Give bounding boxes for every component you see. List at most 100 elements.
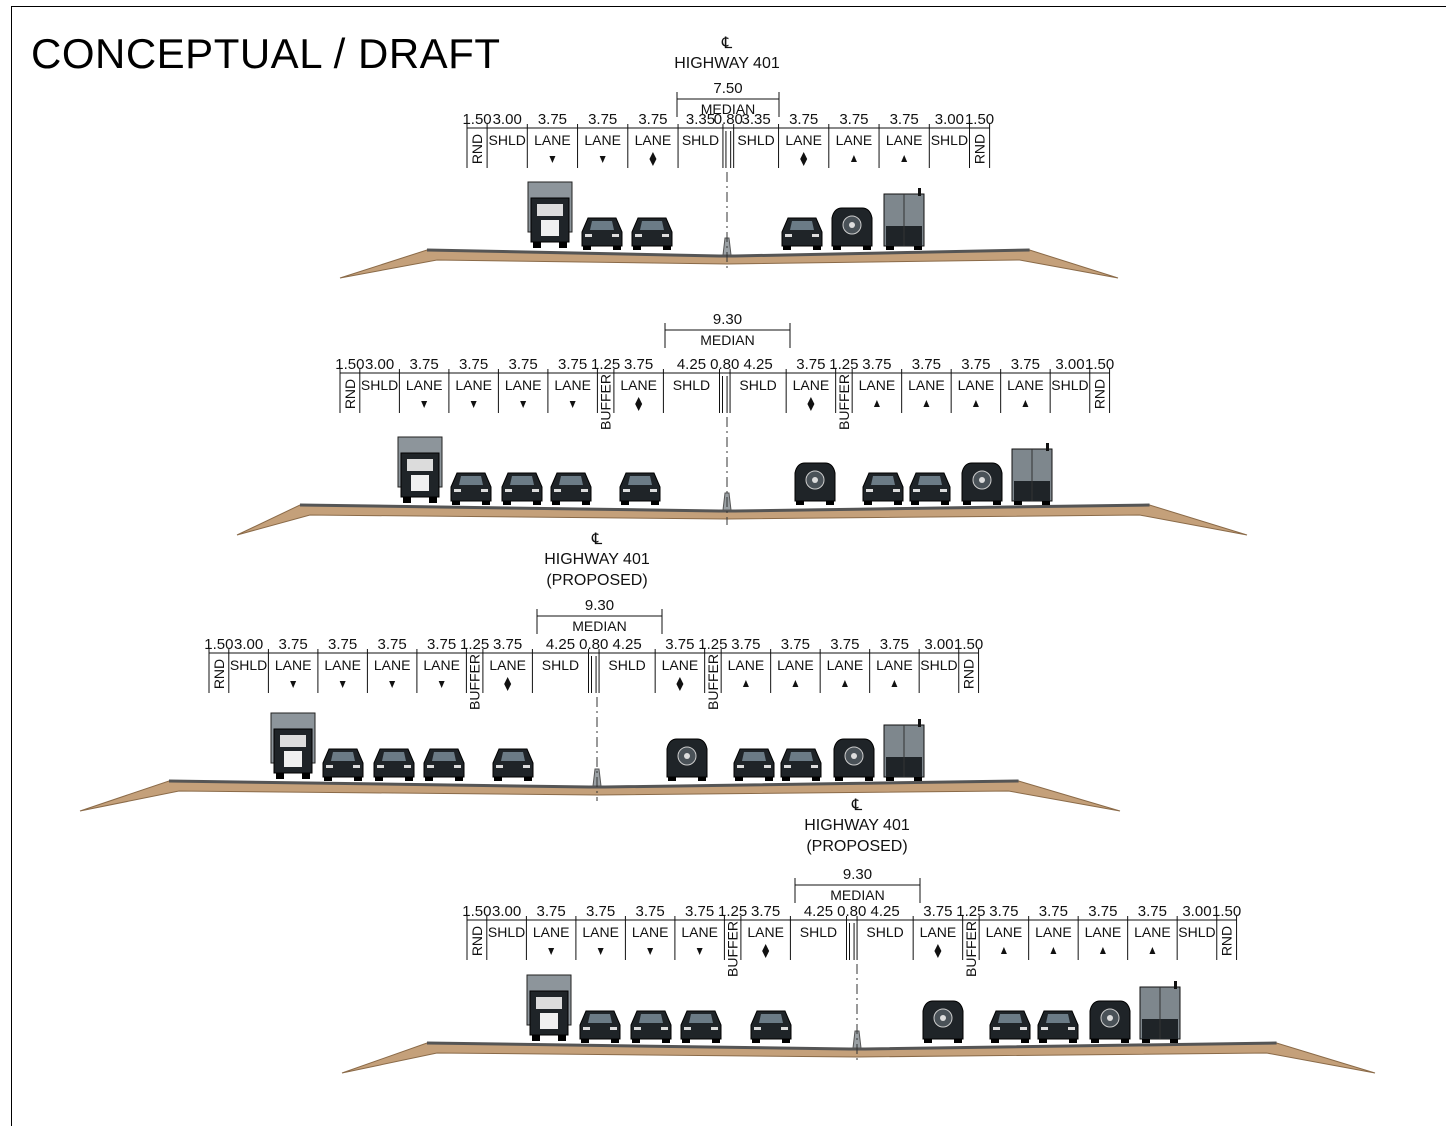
segment-width-label: 3.00 bbox=[234, 636, 263, 653]
segment-label: SHLD bbox=[866, 924, 903, 940]
segment-width-label: 3.00 bbox=[493, 111, 522, 128]
segment-label: LANE bbox=[662, 657, 699, 673]
segment-label: LANE bbox=[582, 924, 619, 940]
bidirectional-arrow-icon bbox=[762, 944, 770, 958]
segment-width-label: 3.00 bbox=[365, 356, 394, 373]
segment-label: LANE bbox=[859, 377, 896, 393]
segment-label: LANE bbox=[836, 132, 873, 148]
arrow-down-icon bbox=[290, 681, 297, 688]
segment-label: LANE bbox=[1007, 377, 1044, 393]
segment-label: LANE bbox=[886, 132, 923, 148]
segment-label: BUFFER bbox=[725, 921, 741, 977]
segment-label: LANE bbox=[958, 377, 995, 393]
suv-icon bbox=[831, 207, 873, 250]
arrow-down-icon bbox=[389, 681, 396, 688]
segment-label: RND bbox=[1092, 379, 1108, 409]
section-4: 1.50RND3.00SHLD3.75LANE3.75LANE3.75LANE3… bbox=[341, 797, 1376, 1074]
segment-width-label: 3.75 bbox=[279, 636, 308, 653]
segment-label: RND bbox=[469, 926, 485, 956]
segment-width-label: 3.75 bbox=[923, 903, 952, 920]
car-icon bbox=[450, 472, 492, 505]
segment-label: LANE bbox=[406, 377, 443, 393]
car-icon bbox=[862, 472, 904, 505]
bidirectional-arrow-icon bbox=[635, 397, 643, 411]
arrow-down-icon bbox=[696, 948, 703, 955]
truck-icon bbox=[270, 712, 316, 779]
segment-label: SHLD bbox=[361, 377, 398, 393]
segment-label: SHLD bbox=[920, 657, 957, 673]
median-width-label: 9.30 bbox=[585, 597, 614, 614]
segment-width-label: 3.00 bbox=[924, 636, 953, 653]
bidirectional-arrow-icon bbox=[800, 152, 808, 166]
segment-width-label: 3.75 bbox=[624, 356, 653, 373]
segment-width-label: 3.00 bbox=[935, 111, 964, 128]
car-icon bbox=[909, 472, 951, 505]
segment-width-label: 4.25 bbox=[546, 636, 575, 653]
van-icon bbox=[1011, 443, 1053, 505]
segment-width-label: 3.75 bbox=[636, 903, 665, 920]
van-icon bbox=[883, 719, 925, 781]
segment-label: LANE bbox=[827, 657, 864, 673]
segment-label: SHLD bbox=[800, 924, 837, 940]
car-icon bbox=[733, 748, 775, 781]
segment-width-label: 3.75 bbox=[830, 636, 859, 653]
centerline-icon: ℄ bbox=[721, 35, 733, 52]
segment-label: BUFFER bbox=[963, 921, 979, 977]
segment-label: LANE bbox=[620, 377, 657, 393]
median-width-label: 9.30 bbox=[713, 311, 742, 328]
arrow-up-icon bbox=[972, 400, 979, 407]
segment-width-label: 1.50 bbox=[965, 111, 994, 128]
arrow-up-icon bbox=[923, 400, 930, 407]
car-icon bbox=[750, 1010, 792, 1043]
median-width-label: 9.30 bbox=[843, 866, 872, 883]
arrow-up-icon bbox=[1149, 947, 1156, 954]
median-label: MEDIAN bbox=[572, 618, 626, 634]
arrow-up-icon bbox=[742, 680, 749, 687]
segment-label: LANE bbox=[681, 924, 718, 940]
segment-width-label: 1.50 bbox=[462, 111, 491, 128]
truck-icon bbox=[527, 181, 573, 248]
centerline-text: HIGHWAY 401 bbox=[544, 551, 650, 568]
segment-width-label: 3.75 bbox=[989, 903, 1018, 920]
median-label: MEDIAN bbox=[830, 887, 884, 903]
segment-width-label: 3.75 bbox=[328, 636, 357, 653]
segment-label: SHLD bbox=[489, 132, 526, 148]
segment-width-label: 3.75 bbox=[862, 356, 891, 373]
segment-label: SHLD bbox=[1178, 924, 1215, 940]
arrow-down-icon bbox=[438, 681, 445, 688]
segment-width-label: 3.00 bbox=[492, 903, 521, 920]
segment-width-label: 3.75 bbox=[751, 903, 780, 920]
segment-label: LANE bbox=[632, 924, 669, 940]
centerline-text: HIGHWAY 401 bbox=[804, 817, 910, 834]
segment-label: LANE bbox=[876, 657, 913, 673]
segment-width-label: 3.75 bbox=[665, 636, 694, 653]
car-icon bbox=[550, 472, 592, 505]
car-icon bbox=[631, 217, 673, 250]
car-icon bbox=[619, 472, 661, 505]
suv-icon bbox=[922, 1000, 964, 1043]
segment-label: BUFFER bbox=[836, 374, 852, 430]
sections-layer: 1.50RND3.00SHLD3.75LANE3.75LANE3.75LANE3… bbox=[79, 35, 1376, 1074]
car-icon bbox=[322, 748, 364, 781]
arrow-down-icon bbox=[520, 401, 527, 408]
segment-width-label: 3.75 bbox=[731, 636, 760, 653]
segment-width-label: 3.75 bbox=[588, 111, 617, 128]
segment-label: LANE bbox=[1134, 924, 1171, 940]
arrow-down-icon bbox=[647, 948, 654, 955]
segment-width-label: 3.75 bbox=[1011, 356, 1040, 373]
segment-width-label: 4.25 bbox=[677, 356, 706, 373]
arrow-up-icon bbox=[901, 155, 908, 162]
section-1: 1.50RND3.00SHLD3.75LANE3.75LANE3.75LANE3… bbox=[339, 35, 1119, 279]
arrow-up-icon bbox=[850, 155, 857, 162]
segment-width-label: 3.75 bbox=[538, 111, 567, 128]
segment-label: SHLD bbox=[682, 132, 719, 148]
segment-label: RND bbox=[469, 134, 485, 164]
segment-width-label: 4.25 bbox=[804, 903, 833, 920]
arrow-down-icon bbox=[599, 156, 606, 163]
arrow-up-icon bbox=[792, 680, 799, 687]
segment-width-label: 4.25 bbox=[613, 636, 642, 653]
segment-width-label: 3.75 bbox=[509, 356, 538, 373]
segment-width-label: 1.25 bbox=[829, 356, 858, 373]
car-icon bbox=[373, 748, 415, 781]
